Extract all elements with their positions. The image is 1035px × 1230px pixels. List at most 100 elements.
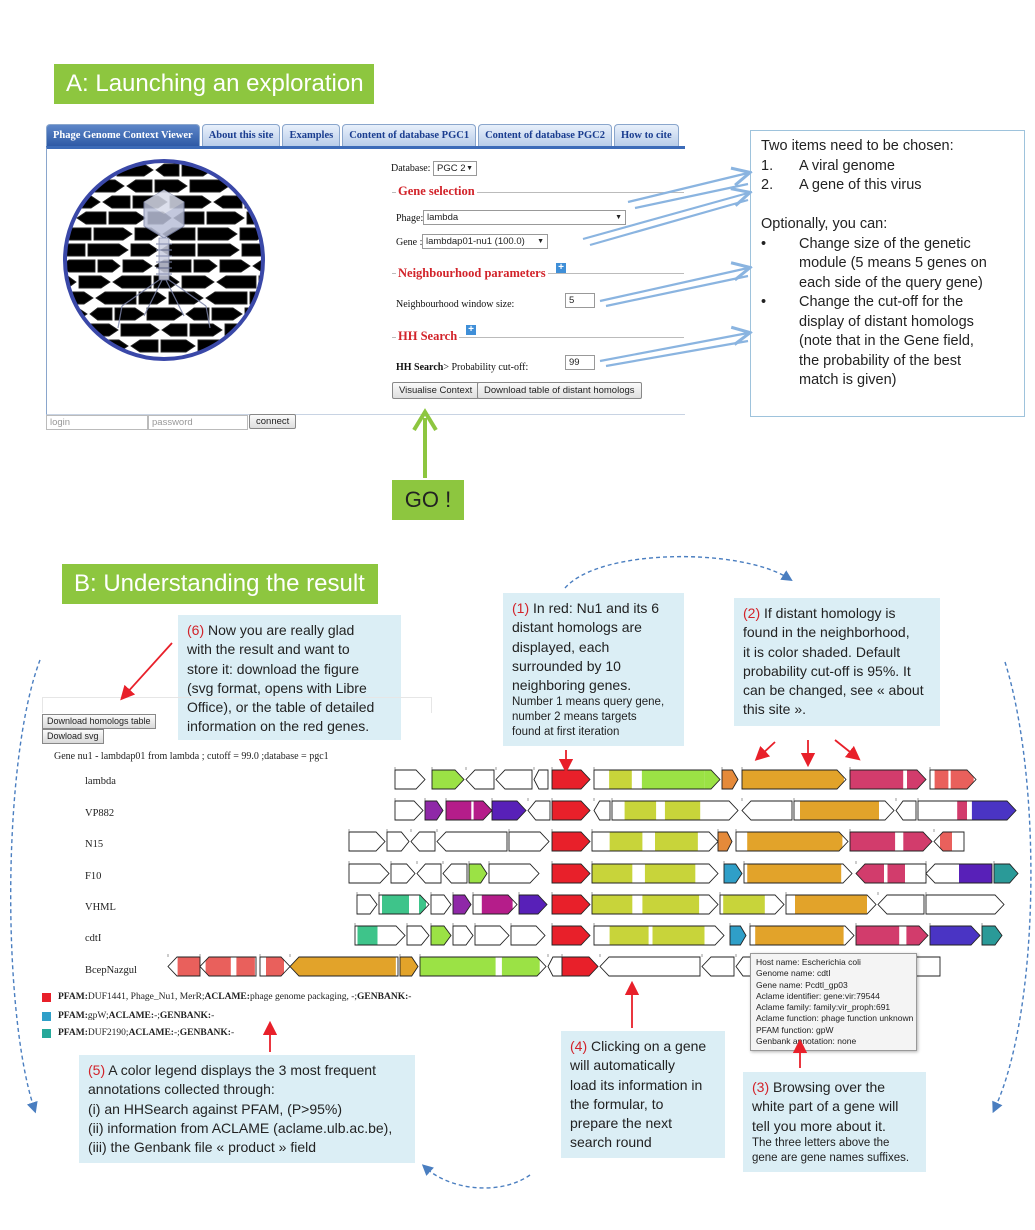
expand-hh-icon[interactable]: + bbox=[466, 325, 476, 335]
logo-gene-arrow[interactable] bbox=[189, 323, 223, 337]
gene-arrow[interactable] bbox=[749, 925, 855, 946]
gene-arrow[interactable] bbox=[929, 925, 981, 946]
logo-gene-arrow[interactable] bbox=[102, 195, 131, 209]
gene-arrow[interactable] bbox=[452, 894, 472, 915]
hh-cutoff-input[interactable]: 99 bbox=[565, 355, 595, 370]
query-gene-arrow[interactable] bbox=[561, 956, 599, 977]
gene-arrow[interactable] bbox=[495, 769, 533, 790]
tab-examples[interactable]: Examples bbox=[282, 124, 341, 146]
gene-arrow[interactable] bbox=[729, 925, 747, 946]
gene-arrow[interactable] bbox=[472, 894, 518, 915]
gene-arrow[interactable] bbox=[527, 800, 551, 821]
gene-arrow[interactable] bbox=[701, 956, 735, 977]
gene-arrow[interactable] bbox=[348, 831, 386, 852]
gene-arrow[interactable] bbox=[717, 831, 733, 852]
gene-arrow[interactable] bbox=[993, 863, 1019, 884]
gene-arrow[interactable] bbox=[378, 894, 430, 915]
gene-arrow[interactable] bbox=[611, 800, 739, 821]
logo-gene-arrow[interactable] bbox=[193, 259, 218, 273]
logo-gene-arrow[interactable] bbox=[185, 307, 210, 321]
logo-gene-arrow[interactable] bbox=[95, 291, 137, 305]
gene-arrow[interactable] bbox=[547, 956, 563, 977]
tab-pgc1[interactable]: Content of database PGC1 bbox=[342, 124, 477, 146]
gene-arrow[interactable] bbox=[599, 956, 701, 977]
gene-arrow[interactable] bbox=[416, 863, 442, 884]
query-gene-arrow[interactable] bbox=[551, 800, 591, 821]
logo-gene-arrow[interactable] bbox=[160, 339, 196, 353]
phage-select[interactable]: lambda▼ bbox=[423, 210, 626, 225]
logo-gene-arrow[interactable] bbox=[189, 179, 230, 193]
gene-arrow[interactable] bbox=[289, 956, 399, 977]
gene-arrow[interactable] bbox=[468, 863, 488, 884]
gene-arrow[interactable] bbox=[741, 800, 793, 821]
tab-pgc2[interactable]: Content of database PGC2 bbox=[478, 124, 612, 146]
logo-gene-arrow[interactable] bbox=[112, 275, 152, 289]
gene-arrow[interactable] bbox=[518, 894, 548, 915]
gene-arrow[interactable] bbox=[419, 956, 547, 977]
logo-gene-arrow[interactable] bbox=[126, 179, 153, 193]
gene-arrow[interactable] bbox=[386, 831, 410, 852]
logo-gene-arrow[interactable] bbox=[146, 307, 184, 321]
gene-arrow[interactable] bbox=[593, 800, 611, 821]
logo-gene-arrow[interactable] bbox=[114, 307, 145, 321]
gene-arrow[interactable] bbox=[895, 800, 917, 821]
gene-arrow[interactable] bbox=[474, 925, 510, 946]
gene-arrow[interactable] bbox=[510, 925, 546, 946]
query-gene-arrow[interactable] bbox=[551, 769, 591, 790]
query-gene-arrow[interactable] bbox=[551, 863, 591, 884]
gene-arrow[interactable] bbox=[399, 956, 419, 977]
gene-arrow[interactable] bbox=[430, 894, 452, 915]
gene-arrow[interactable] bbox=[591, 894, 719, 915]
logo-gene-arrow[interactable] bbox=[211, 307, 243, 321]
gene-arrow[interactable] bbox=[741, 769, 847, 790]
gene-arrow[interactable] bbox=[199, 956, 257, 977]
logo-gene-arrow[interactable] bbox=[120, 323, 160, 337]
logo-gene-arrow[interactable] bbox=[197, 227, 238, 241]
logo-gene-arrow[interactable] bbox=[181, 275, 215, 289]
gene-arrow[interactable] bbox=[356, 894, 378, 915]
logo-gene-arrow[interactable] bbox=[241, 243, 268, 257]
logo-gene-arrow[interactable] bbox=[130, 243, 159, 257]
gene-arrow[interactable] bbox=[394, 769, 426, 790]
logo-gene-arrow[interactable] bbox=[78, 275, 111, 289]
gene-arrow[interactable] bbox=[793, 800, 895, 821]
gene-arrow[interactable] bbox=[394, 800, 424, 821]
password-input[interactable]: password bbox=[148, 415, 248, 430]
gene-arrow[interactable] bbox=[849, 769, 927, 790]
gene-arrow[interactable] bbox=[929, 769, 977, 790]
logo-gene-arrow[interactable] bbox=[108, 211, 146, 225]
expand-neighbourhood-icon[interactable]: + bbox=[556, 263, 566, 273]
gene-arrow[interactable] bbox=[981, 925, 1003, 946]
logo-gene-arrow[interactable] bbox=[160, 243, 196, 257]
logo-gene-arrow[interactable] bbox=[122, 259, 153, 273]
gene-arrow[interactable] bbox=[445, 800, 493, 821]
query-gene-arrow[interactable] bbox=[551, 925, 591, 946]
visualise-context-button[interactable]: Visualise Context bbox=[392, 382, 480, 399]
connect-button[interactable]: connect bbox=[249, 414, 297, 429]
logo-gene-arrow[interactable] bbox=[206, 211, 245, 225]
gene-arrow[interactable] bbox=[431, 769, 465, 790]
gene-arrow[interactable] bbox=[259, 956, 291, 977]
logo-gene-arrow[interactable] bbox=[60, 259, 96, 273]
gene-arrow[interactable] bbox=[877, 894, 925, 915]
logo-gene-arrow[interactable] bbox=[89, 307, 113, 321]
logo-gene-arrow[interactable] bbox=[130, 339, 159, 353]
gene-arrow[interactable] bbox=[743, 863, 853, 884]
logo-gene-arrow[interactable] bbox=[213, 195, 243, 209]
gene-arrow[interactable] bbox=[925, 863, 993, 884]
logo-gene-arrow[interactable] bbox=[216, 275, 257, 289]
logo-gene-arrow[interactable] bbox=[87, 243, 129, 257]
database-select[interactable]: PGC 2▼ bbox=[433, 161, 477, 176]
gene-arrow[interactable] bbox=[721, 769, 739, 790]
login-input[interactable]: login bbox=[46, 415, 148, 430]
logo-gene-arrow[interactable] bbox=[205, 291, 248, 305]
gene-arrow[interactable] bbox=[488, 863, 540, 884]
gene-arrow[interactable] bbox=[424, 800, 444, 821]
tab-cite[interactable]: How to cite bbox=[613, 124, 679, 146]
logo-gene-arrow[interactable] bbox=[76, 211, 107, 225]
logo-gene-arrow[interactable] bbox=[155, 163, 180, 177]
gene-arrow[interactable] bbox=[533, 769, 549, 790]
gene-arrow[interactable] bbox=[735, 831, 849, 852]
gene-arrow[interactable] bbox=[855, 863, 927, 884]
gene-arrow[interactable] bbox=[849, 831, 933, 852]
